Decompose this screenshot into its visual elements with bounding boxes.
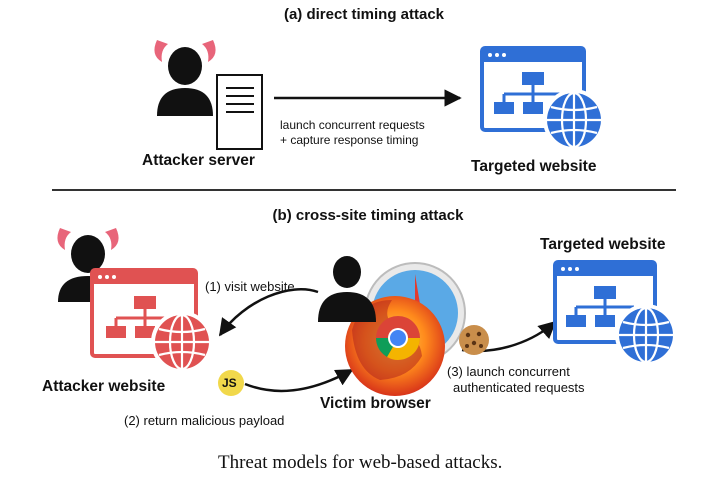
globe-icon	[543, 89, 605, 151]
figure-caption: Threat models for web-based attacks.	[218, 452, 503, 473]
panel-b-title: (b) cross-site timing attack	[272, 207, 464, 224]
victim-person-icon	[318, 256, 376, 322]
attacker-server-label: Attacker server	[142, 152, 255, 169]
targeted-website-label-a: Targeted website	[471, 158, 597, 175]
js-payload-icon	[218, 370, 244, 396]
payload-arrow	[244, 368, 354, 393]
server-icon	[216, 74, 263, 150]
step1-label: (1) visit website	[205, 279, 295, 294]
globe-icon-red	[151, 311, 213, 373]
js-badge-label: JS	[222, 376, 237, 390]
step3-line2: authenticated requests	[453, 380, 585, 395]
step3-line1: (3) launch concurrent	[447, 364, 570, 379]
cookie-icon	[459, 325, 489, 355]
globe-icon-b	[615, 304, 677, 366]
visit-website-arrow	[218, 288, 319, 337]
targeted-website-label-b: Targeted website	[540, 236, 666, 253]
panel-a-title: (a) direct timing attack	[283, 6, 445, 23]
step2-label: (2) return malicious payload	[124, 413, 285, 428]
arrow-caption-line2: + capture response timing	[280, 133, 419, 147]
victim-browser-label: Victim browser	[320, 395, 431, 412]
attacker-devil-icon	[154, 40, 216, 116]
attacker-website-label: Attacker website	[42, 378, 166, 395]
arrow-caption-line1: launch concurrent requests	[280, 118, 425, 132]
